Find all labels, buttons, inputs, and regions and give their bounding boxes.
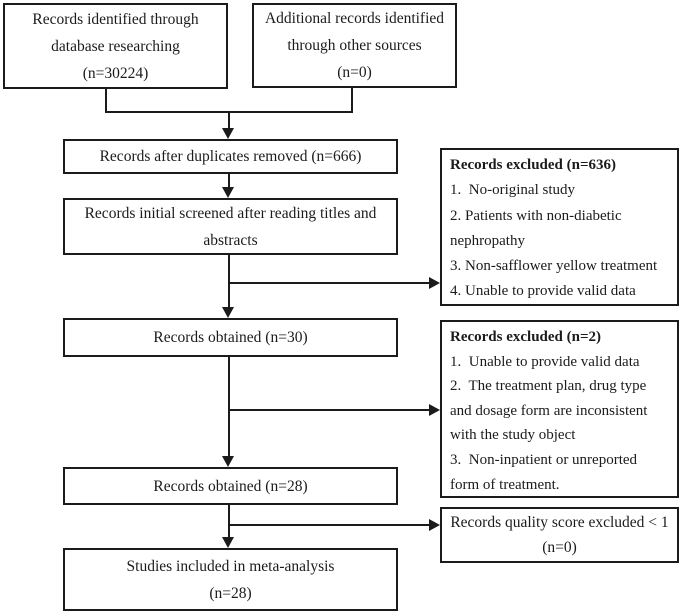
excluded-title: Records excluded (n=636) [450, 157, 617, 173]
excluded-item: and dosage form are inconsistent [450, 402, 648, 419]
box-text-line: Records after duplicates removed (n=666) [99, 148, 362, 165]
excluded-item: nephropathy [450, 232, 525, 249]
connector-additional-drop [351, 88, 353, 113]
excluded-item: 2. Patients with non-diabetic [450, 207, 622, 224]
box-text-line: Records obtained (n=28) [153, 477, 308, 495]
connector-merge-drop [228, 111, 230, 129]
excluded-title: Records excluded (n=2) [450, 329, 602, 345]
arrow-down-icon [222, 456, 234, 467]
box-records-identified: Records identified through database rese… [3, 3, 228, 89]
excluded-item: 3. Non-inpatient or unreported [450, 451, 638, 468]
connector-obtained30-to-obtained28 [228, 357, 230, 457]
excluded-item: 2. The treatment plan, drug type [450, 378, 647, 395]
excluded-item: form of treatment. [450, 476, 560, 493]
arrow-right-icon [429, 404, 440, 416]
box-duplicates-removed: Records after duplicates removed (n=666) [63, 139, 398, 174]
box-text-line: through other sources [287, 37, 422, 54]
box-initial-screened: Records initial screened after reading t… [63, 198, 398, 255]
box-quality-score-excluded: Records quality score excluded < 1 (n=0) [440, 507, 679, 563]
box-text-line: (n=0) [337, 64, 372, 81]
excluded-item: 4. Unable to provide valid data [450, 283, 636, 300]
box-text-line: abstracts [203, 231, 258, 249]
box-studies-included: Studies included in meta-analysis (n=28) [63, 548, 398, 611]
connector-branch-quality [229, 524, 430, 526]
connector-branch-excluded2 [229, 409, 430, 411]
box-records-excluded-2: Records excluded (n=2) 1. Unable to prov… [440, 320, 679, 498]
arrow-down-icon [222, 187, 234, 198]
arrow-down-icon [222, 537, 234, 548]
box-text-line: (n=30224) [82, 64, 149, 82]
box-text-line: (n=28) [209, 584, 252, 602]
box-records-excluded-636: Records excluded (n=636) 1. No-original … [440, 148, 679, 306]
arrow-down-icon [222, 307, 234, 318]
box-records-obtained-28: Records obtained (n=28) [63, 467, 398, 505]
box-text-line: database researching [51, 37, 180, 55]
box-text-line: Records initial screened after reading t… [84, 204, 377, 222]
box-text-line: Additional records identified [264, 10, 445, 27]
box-text-line: Records identified through [32, 10, 199, 28]
arrow-right-icon [429, 519, 440, 531]
excluded-item: 3. Non-safflower yellow treatment [450, 258, 658, 275]
connector-branch-excluded1 [229, 282, 430, 284]
connector-obtained28-to-included [228, 505, 230, 538]
excluded-item: with the study object [450, 427, 576, 444]
arrow-down-icon [222, 128, 234, 139]
box-additional-records: Additional records identified through ot… [252, 3, 457, 88]
connector-dup-to-screened [228, 174, 230, 188]
box-records-obtained-30: Records obtained (n=30) [63, 318, 398, 357]
connector-identified-drop [105, 89, 107, 113]
box-text-line: (n=0) [542, 539, 577, 556]
box-text-line: Studies included in meta-analysis [126, 557, 335, 575]
connector-screened-to-obtained30 [228, 255, 230, 308]
excluded-item: 1. Unable to provide valid data [450, 353, 640, 370]
arrow-right-icon [429, 277, 440, 289]
excluded-item: 1. No-original study [450, 182, 575, 199]
box-text-line: Records obtained (n=30) [153, 329, 308, 346]
box-text-line: Records quality score excluded < 1 [450, 514, 669, 531]
